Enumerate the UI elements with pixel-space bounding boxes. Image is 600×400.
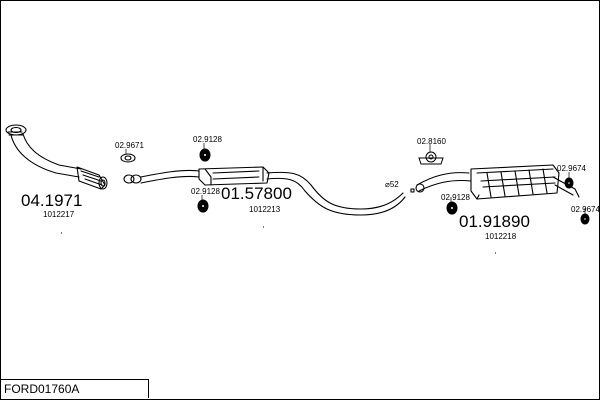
fitting-code-clamp: 02.9671: [115, 141, 144, 150]
fitting-code-hanger-e: 02.9674: [571, 205, 599, 214]
pipe-diameter-label: ⌀52: [385, 180, 399, 189]
clamp-drawing: [120, 153, 136, 163]
hanger-02-9674-b-drawing: [580, 213, 590, 225]
rear-silencer-drawing: [470, 164, 580, 200]
fitting-code-hanger-d: 02.9674: [557, 164, 586, 173]
leader-lines: [125, 143, 586, 214]
hanger-02-9674-a-drawing: [564, 177, 574, 189]
part-number-rear-silencer: 01.91890: [459, 212, 530, 231]
fitting-code-hanger-b: 02.9128: [191, 187, 220, 196]
front-flange-drawing: [5, 124, 27, 136]
rear-inlet-pipe-drawing: [416, 172, 472, 192]
middle-pipe-drawing: [140, 169, 200, 184]
rear-pipe-drawing: [266, 171, 406, 216]
connection-ring-drawing: [123, 174, 142, 184]
gasket-drawing: [418, 151, 444, 165]
part-ref-rear-silencer: 1012218: [485, 232, 517, 241]
centre-silencer-drawing: [198, 166, 270, 186]
reference-marker: [410, 188, 415, 193]
exhaust-diagram: 04.1971 1012217 01.57800 1012213 01.9189…: [5, 124, 599, 254]
part-ref-front-pipe: 1012217: [43, 210, 75, 219]
rear-inlet-end-drawing: [415, 183, 425, 193]
hanger-02-9128-b-drawing: [197, 199, 209, 213]
fitting-code-hanger-c: 02.9128: [441, 193, 470, 202]
catalytic-converter-drawing: [76, 166, 108, 190]
diagram-code-label: FORD01760A: [1, 379, 149, 398]
part-ref-centre-silencer: 1012213: [249, 205, 281, 214]
fitting-code-gasket: 02.8160: [417, 137, 446, 146]
part-number-centre-silencer: 01.57800: [221, 184, 292, 203]
hanger-02-9128-a-drawing: [199, 148, 211, 162]
downpipe-drawing: [10, 133, 82, 178]
tick-marks: [61, 226, 496, 254]
hanger-02-9128-c-drawing: [446, 201, 458, 215]
fitting-code-hanger-a: 02.9128: [193, 135, 222, 144]
part-number-front-pipe: 04.1971: [21, 191, 82, 210]
